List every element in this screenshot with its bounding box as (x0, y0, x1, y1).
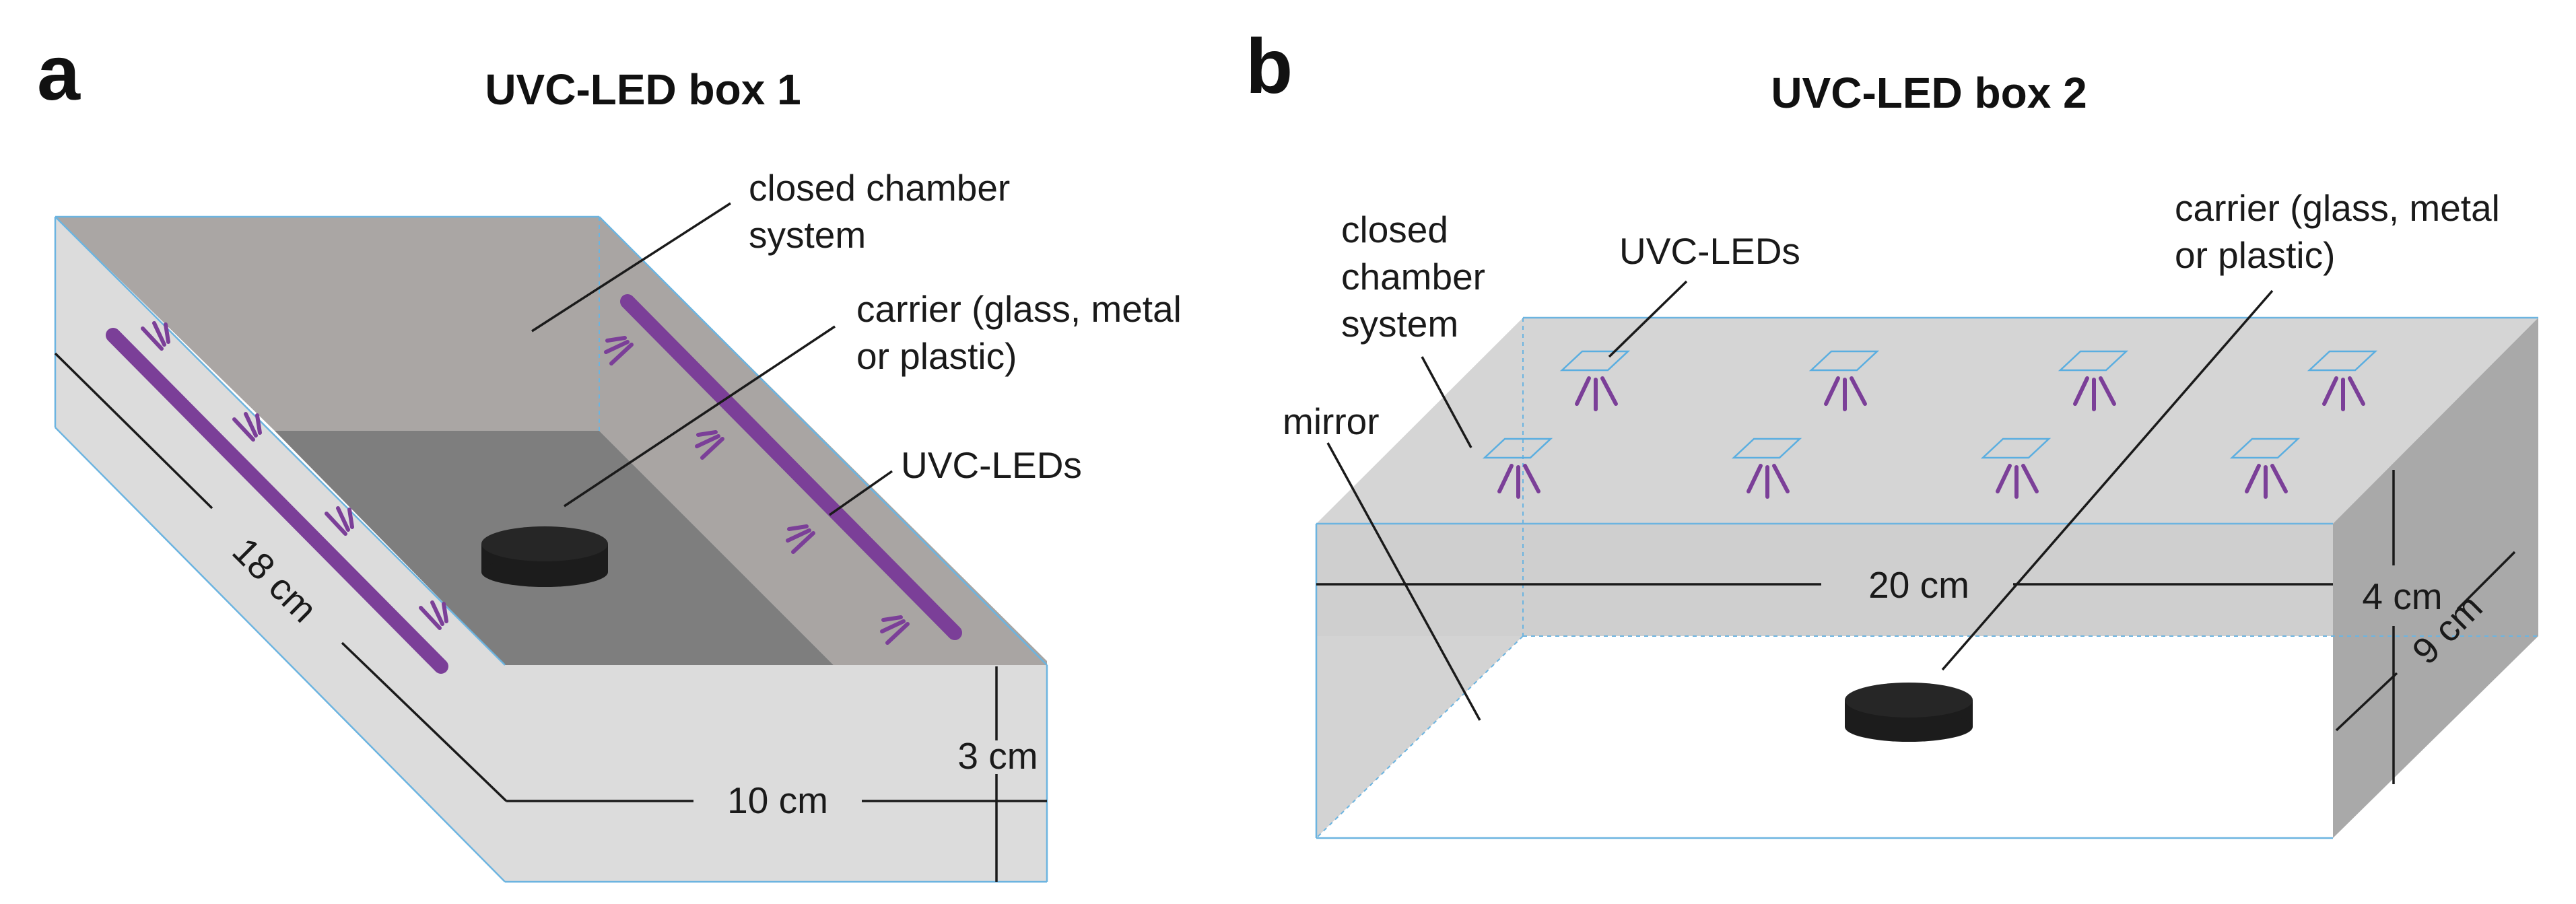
length-dim-line-a1 (54, 352, 213, 510)
label-uvc-leds-a: UVC-LEDs (901, 444, 1082, 486)
label-carrier-b-2: or plastic) (2175, 234, 2335, 276)
box-2: closed chamber system UVC-LEDs carrier (… (1283, 187, 2538, 839)
label-closed-b-3: system (1341, 303, 1458, 345)
length-dim-line-a2 (341, 641, 508, 802)
depth-dim-line-b1 (2456, 551, 2516, 611)
carrier-leader-a (564, 325, 836, 508)
panel-a-title: UVC-LED box 1 (485, 65, 801, 114)
label-height-3cm: 3 cm (957, 735, 1038, 777)
label-closed-chamber-a-2: system (749, 214, 866, 256)
carrier-disc-b (1845, 683, 1973, 742)
label-length-20cm: 20 cm (1868, 564, 1969, 606)
carrier-leader-b (1941, 289, 2274, 671)
depth-dim-line-b2 (2335, 672, 2398, 732)
panel-a: a UVC-LED box 1 (37, 30, 1182, 883)
label-uvc-leds-b: UVC-LEDs (1619, 230, 1800, 272)
led-strip-right (620, 294, 962, 640)
panel-a-letter: a (37, 30, 81, 116)
closed-chamber-leader-b (1421, 356, 1472, 448)
mirror-leader-b (1326, 442, 1481, 721)
label-carrier-b-1: carrier (glass, metal (2175, 187, 2500, 229)
panel-b-letter: b (1246, 24, 1293, 110)
label-carrier-a-2: or plastic) (856, 335, 1017, 377)
box2-right-side (2333, 318, 2538, 838)
label-carrier-a-1: carrier (glass, metal (856, 288, 1182, 330)
box2-opening (1316, 636, 2333, 838)
panel-b: b UVC-LED box 2 (1246, 24, 2538, 839)
closed-chamber-leader-a (531, 202, 731, 333)
label-mirror: mirror (1283, 401, 1380, 442)
label-closed-b-1: closed (1341, 209, 1448, 250)
carrier-disc-a (481, 526, 608, 587)
box1-left-wall (55, 217, 1047, 882)
label-closed-b-2: chamber (1341, 256, 1485, 298)
label-height-4cm: 4 cm (2362, 576, 2442, 617)
label-width-10cm: 10 cm (727, 779, 828, 821)
box2-top (1316, 318, 2538, 524)
box-1: closed chamber system carrier (glass, me… (54, 167, 1182, 883)
panel-b-title: UVC-LED box 2 (1771, 69, 2087, 117)
uvc-leds-leader-a (828, 470, 893, 516)
label-closed-chamber-a-1: closed chamber (749, 167, 1010, 209)
led-strip-left (106, 328, 448, 674)
box2-front-band (1316, 524, 2333, 636)
box1-back-wall (55, 217, 599, 431)
uvc-leds-leader-b (1608, 280, 1688, 358)
